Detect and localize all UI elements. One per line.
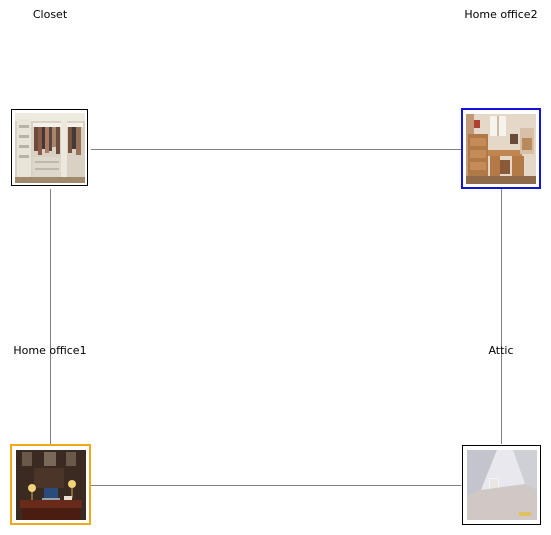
node-home-office2[interactable] bbox=[461, 108, 541, 189]
node-label-home-office2: Home office2 bbox=[464, 8, 538, 21]
node-label-closet: Closet bbox=[32, 8, 68, 21]
edge-closet-home-office2 bbox=[91, 149, 461, 150]
edge-closet-home-office1 bbox=[50, 189, 51, 444]
closet-photo bbox=[14, 112, 85, 183]
edge-home-office1-attic bbox=[91, 485, 461, 486]
node-label-attic: Attic bbox=[488, 344, 514, 357]
node-attic[interactable] bbox=[462, 445, 541, 525]
edge-home-office2-attic bbox=[501, 189, 502, 444]
node-home-office1[interactable] bbox=[10, 444, 91, 525]
attic-photo bbox=[466, 450, 537, 520]
home-office1-photo bbox=[15, 449, 86, 520]
home-office2-photo bbox=[466, 113, 536, 184]
node-closet[interactable] bbox=[11, 109, 88, 186]
node-label-home-office1: Home office1 bbox=[13, 344, 87, 357]
